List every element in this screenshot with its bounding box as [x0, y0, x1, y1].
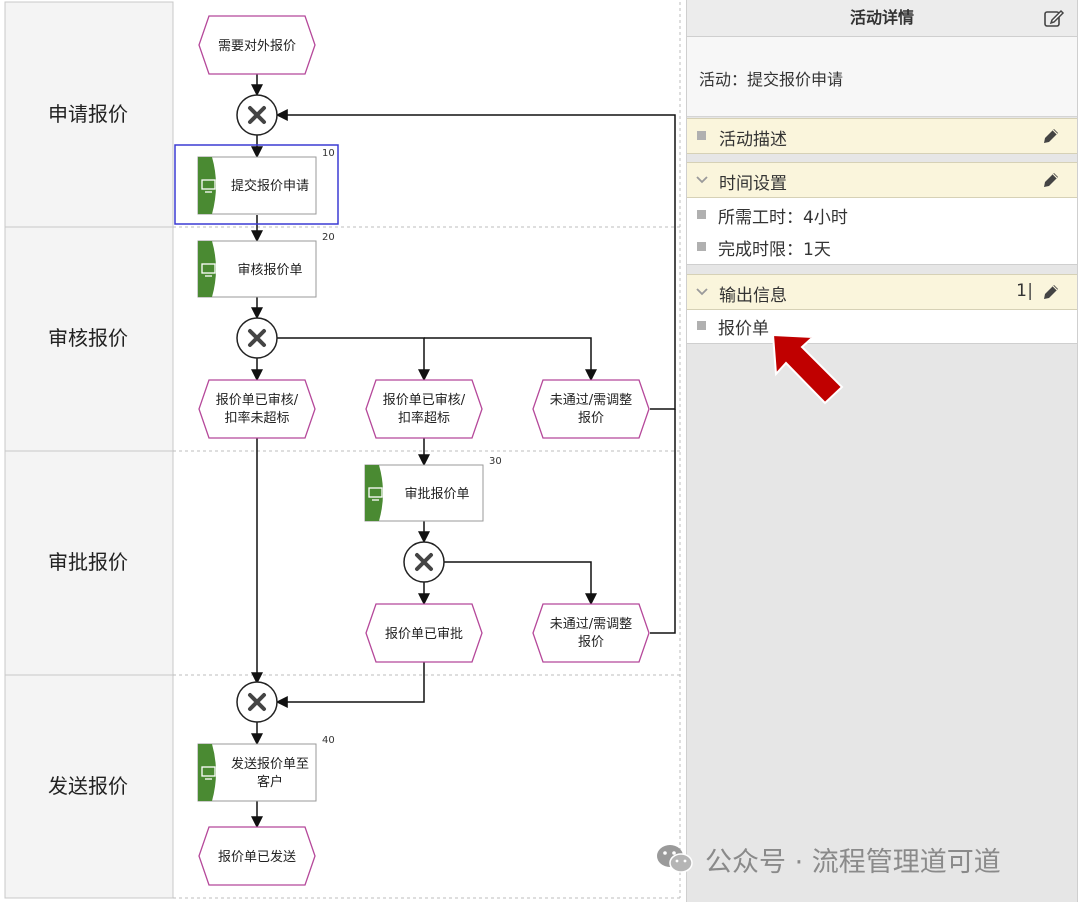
list-item[interactable]: 报价单	[687, 311, 1077, 341]
bullet-marker	[697, 321, 706, 330]
section-output-body: 报价单	[687, 310, 1077, 344]
list-item-text: 所需工时：4小时	[718, 208, 848, 228]
separator: |	[1027, 281, 1033, 301]
task-text-line: 提交报价申请	[231, 178, 309, 194]
chevron-down-icon[interactable]	[695, 286, 709, 298]
selection-highlight	[174, 144, 339, 225]
lane-label-send: 发送报价	[48, 774, 128, 798]
event-text-line: 报价单已审核/	[216, 393, 299, 408]
monitor-icon	[201, 179, 216, 193]
panel-title: 活动详情	[849, 8, 914, 27]
event-text-line: 未通过/需调整	[550, 393, 632, 408]
monitor-icon	[201, 263, 216, 277]
task-approve-quote[interactable]: 审批报价单 30	[364, 456, 502, 522]
task-text-line: 审核报价单	[237, 263, 302, 278]
list-item-text: 完成时限：1天	[718, 240, 831, 260]
event-text-line: 报价单已审核/	[383, 393, 466, 408]
activity-name-box: 活动：提交报价申请	[687, 37, 1077, 117]
lane-label-approve: 审批报价	[48, 550, 128, 574]
monitor-icon	[368, 487, 383, 501]
panel-header: 活动详情	[687, 0, 1077, 37]
xor-gateway[interactable]	[236, 681, 278, 723]
section-description[interactable]: 活动描述	[687, 118, 1077, 154]
event-reject-review[interactable]: 未通过/需调整 报价	[532, 379, 650, 439]
task-text-line: 发送报价单至	[231, 756, 309, 772]
section-title: 时间设置	[719, 174, 787, 194]
process-diagram: 申请报价 审核报价 审批报价 发送报价	[4, 1, 681, 899]
event-start-text: 需要对外报价	[218, 39, 296, 54]
task-number: 30	[489, 456, 502, 467]
bullet-marker	[697, 210, 706, 219]
event-approved-exceed[interactable]: 报价单已审核/ 扣率超标	[365, 379, 483, 439]
task-submit-quote[interactable]: 提交报价申请 10	[197, 148, 335, 215]
event-text-line: 扣率超标	[398, 410, 450, 426]
lane-label-apply: 申请报价	[48, 102, 128, 126]
event-text-line: 扣率未超标	[224, 410, 289, 426]
section-output[interactable]: 输出信息 1 |	[687, 274, 1077, 310]
output-count: 1	[1016, 281, 1027, 301]
task-number: 10	[322, 148, 335, 159]
xor-gateway[interactable]	[236, 94, 278, 136]
lane-header-column	[4, 1, 174, 899]
chevron-down-icon[interactable]	[695, 174, 709, 186]
xor-gateway[interactable]	[236, 317, 278, 359]
bullet-marker	[697, 242, 706, 251]
bullet-marker	[697, 131, 706, 140]
pencil-icon[interactable]	[1041, 282, 1061, 302]
edit-icon[interactable]	[1043, 7, 1065, 29]
task-send-quote[interactable]: 发送报价单至 客户 40	[197, 735, 335, 802]
task-text-line: 客户	[257, 774, 283, 790]
event-text-line: 报价	[578, 635, 604, 650]
watermark-text: 公众号 · 流程管理道可道	[705, 847, 1001, 878]
monitor-icon	[201, 766, 216, 780]
list-item-text: 报价单	[718, 319, 769, 339]
section-time-body: 所需工时：4小时 完成时限：1天	[687, 198, 1077, 265]
xor-gateway[interactable]	[403, 541, 445, 583]
task-number: 40	[322, 735, 335, 746]
task-number: 20	[322, 232, 335, 243]
task-text-line: 审批报价单	[404, 487, 469, 502]
event-text-line: 报价单已发送	[218, 849, 296, 865]
pencil-icon[interactable]	[1041, 126, 1061, 146]
event-text-line: 未通过/需调整	[550, 617, 632, 632]
event-sent[interactable]: 报价单已发送	[198, 826, 316, 886]
pencil-icon[interactable]	[1041, 170, 1061, 190]
list-item: 所需工时：4小时	[687, 200, 1077, 230]
section-time[interactable]: 时间设置	[687, 162, 1077, 198]
activity-name: 活动：提交报价申请	[699, 70, 844, 89]
task-review-quote[interactable]: 审核报价单 20	[197, 232, 335, 298]
activity-detail-panel: 活动详情 活动：提交报价申请 活动描述 时间设置 所需工时：4小时	[686, 0, 1078, 902]
red-arrow-annotation	[771, 333, 844, 405]
event-text-line: 报价	[578, 411, 604, 426]
section-title: 输出信息	[719, 286, 787, 306]
event-text-line: 报价单已审批	[385, 627, 463, 642]
lane-label-review: 审核报价	[48, 326, 128, 350]
connectors	[251, 74, 676, 829]
event-start[interactable]: 需要对外报价	[198, 15, 316, 75]
section-title: 活动描述	[719, 130, 787, 150]
list-item: 完成时限：1天	[687, 232, 1077, 262]
event-approved-ok[interactable]: 报价单已审核/ 扣率未超标	[198, 379, 316, 439]
wechat-icon	[657, 845, 693, 873]
event-reject-approval[interactable]: 未通过/需调整 报价	[532, 603, 650, 663]
event-final-approved[interactable]: 报价单已审批	[365, 603, 483, 663]
watermark: 公众号 · 流程管理道可道	[655, 838, 1055, 882]
